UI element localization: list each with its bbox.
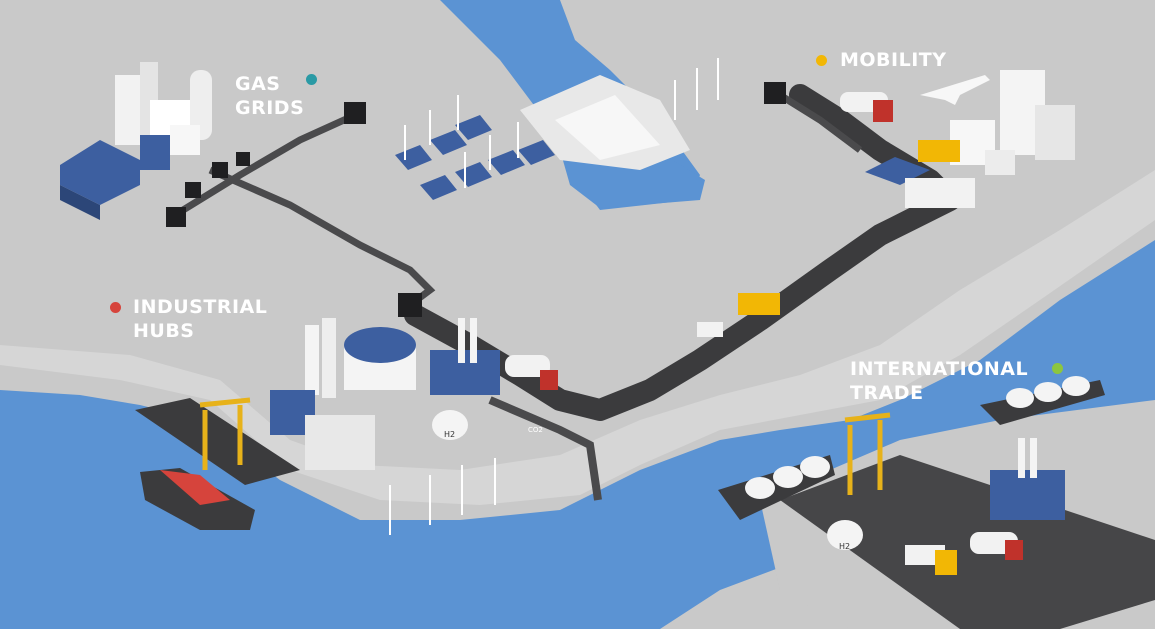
- industrial-hubs-label-line1: INDUSTRIAL: [133, 296, 268, 318]
- mobility-pipeline: [773, 89, 863, 153]
- pipe-box: [344, 102, 366, 124]
- pipe-box: [236, 152, 250, 166]
- industrial-hub: [270, 318, 500, 470]
- gas-grids-dot: [306, 74, 317, 85]
- wind-turbines-inland: [404, 58, 719, 188]
- car: [697, 322, 723, 337]
- trade-dock: [780, 455, 1155, 629]
- cargo-ship-left: [140, 468, 255, 530]
- pipe-box: [166, 207, 186, 227]
- trade-crane: [844, 412, 891, 495]
- international-trade-dot: [1052, 363, 1063, 374]
- co2-pipeline: [488, 396, 602, 501]
- industrial-hubs-dot: [110, 302, 121, 313]
- international-trade-label: INTERNATIONAL TRADE: [850, 357, 1028, 405]
- fuel-station: [840, 92, 975, 208]
- international-trade-label-line2: TRADE: [850, 382, 924, 404]
- international-trade-label-line1: INTERNATIONAL: [850, 358, 1029, 380]
- lng-ship-bottom: [718, 455, 835, 520]
- industrial-hubs-label: INDUSTRIAL HUBS: [133, 295, 267, 343]
- pipe-box: [185, 182, 201, 198]
- mobility-dot: [816, 55, 827, 66]
- pipe-box: [212, 162, 228, 178]
- port-crane: [199, 397, 251, 470]
- gas-pipeline-2: [208, 166, 436, 308]
- tanker-truck: [505, 355, 550, 377]
- pipe-box: [398, 293, 422, 317]
- gas-grids-label-line1: GAS: [235, 73, 281, 95]
- port-tank-mark: H2: [839, 542, 850, 551]
- industrial-tank-mark: H2: [444, 430, 455, 439]
- industrial-quay: [135, 398, 300, 485]
- solar-field: [395, 115, 555, 200]
- tanker-cab: [540, 370, 558, 390]
- co2-pipe-tag: CO2: [528, 426, 543, 434]
- dam: [520, 75, 690, 170]
- mobility-label-line1: MOBILITY: [840, 49, 947, 71]
- bus: [738, 293, 780, 315]
- gas-grids-label-line2: GRIDS: [235, 97, 305, 119]
- pipe-box: [764, 82, 786, 104]
- mobility-label: MOBILITY: [840, 48, 947, 72]
- lng-ship-top: [980, 376, 1105, 425]
- airplane: [920, 75, 990, 105]
- gas-grid-city: [60, 62, 212, 220]
- industrial-hubs-label-line2: HUBS: [133, 320, 195, 342]
- gas-pipeline: [173, 111, 357, 218]
- coast-strip: [0, 170, 1155, 505]
- trade-plant: [827, 438, 1065, 575]
- gas-grids-label: GAS GRIDS: [235, 72, 304, 120]
- offshore-wind: [389, 458, 496, 535]
